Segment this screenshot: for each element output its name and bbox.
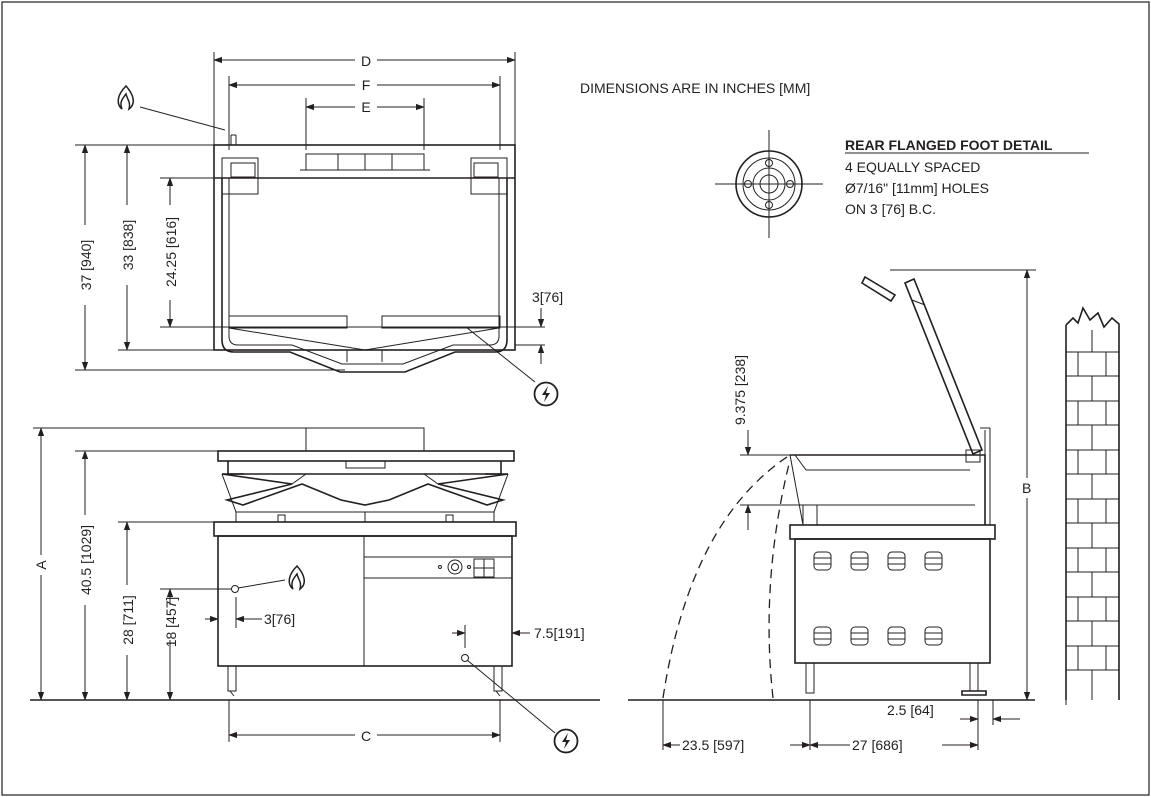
dim-24: 24.25 [616] bbox=[163, 217, 179, 287]
electric-bolt-icon bbox=[553, 728, 579, 754]
detail-line-3: ON 3 [76] B.C. bbox=[845, 201, 936, 217]
side-view bbox=[628, 269, 1120, 750]
dim-c: C bbox=[361, 728, 371, 744]
electric-bolt-icon bbox=[533, 381, 559, 407]
dim-f: F bbox=[362, 77, 371, 93]
gas-flame-icon bbox=[117, 84, 134, 111]
dim-3-top: 3[76] bbox=[532, 289, 563, 305]
dim-b: B bbox=[1022, 480, 1031, 496]
gas-flame-icon bbox=[288, 564, 305, 591]
dim-27: 27 [686] bbox=[852, 737, 903, 753]
dim-e: E bbox=[361, 99, 370, 115]
detail-title: REAR FLANGED FOOT DETAIL bbox=[845, 137, 1053, 153]
rear-flanged-foot-detail bbox=[715, 130, 823, 238]
top-view bbox=[75, 52, 545, 383]
dim-33: 33 [838] bbox=[120, 220, 136, 271]
dim-40: 40.5 [1029] bbox=[78, 525, 94, 595]
dim-3-front: 3[76] bbox=[264, 611, 295, 627]
front-view bbox=[30, 427, 600, 742]
vent-louvers bbox=[813, 551, 943, 646]
dim-a: A bbox=[33, 560, 49, 570]
brick-wall bbox=[1065, 306, 1120, 700]
dim-18: 18 [457] bbox=[163, 597, 179, 648]
dim-23: 23.5 [597] bbox=[682, 737, 744, 753]
dim-d: D bbox=[361, 53, 371, 69]
dim-37: 37 [940] bbox=[78, 240, 94, 291]
dim-28: 28 [711] bbox=[120, 595, 136, 645]
detail-line-2: Ø7/16" [11mm] HOLES bbox=[845, 180, 989, 196]
units-note: DIMENSIONS ARE IN INCHES [MM] bbox=[580, 80, 810, 96]
dim-7: 7.5[191] bbox=[534, 625, 585, 641]
dim-9: 9.375 [238] bbox=[732, 355, 748, 425]
dim-2: 2.5 [64] bbox=[887, 702, 934, 718]
detail-line-1: 4 EQUALLY SPACED bbox=[845, 159, 980, 175]
